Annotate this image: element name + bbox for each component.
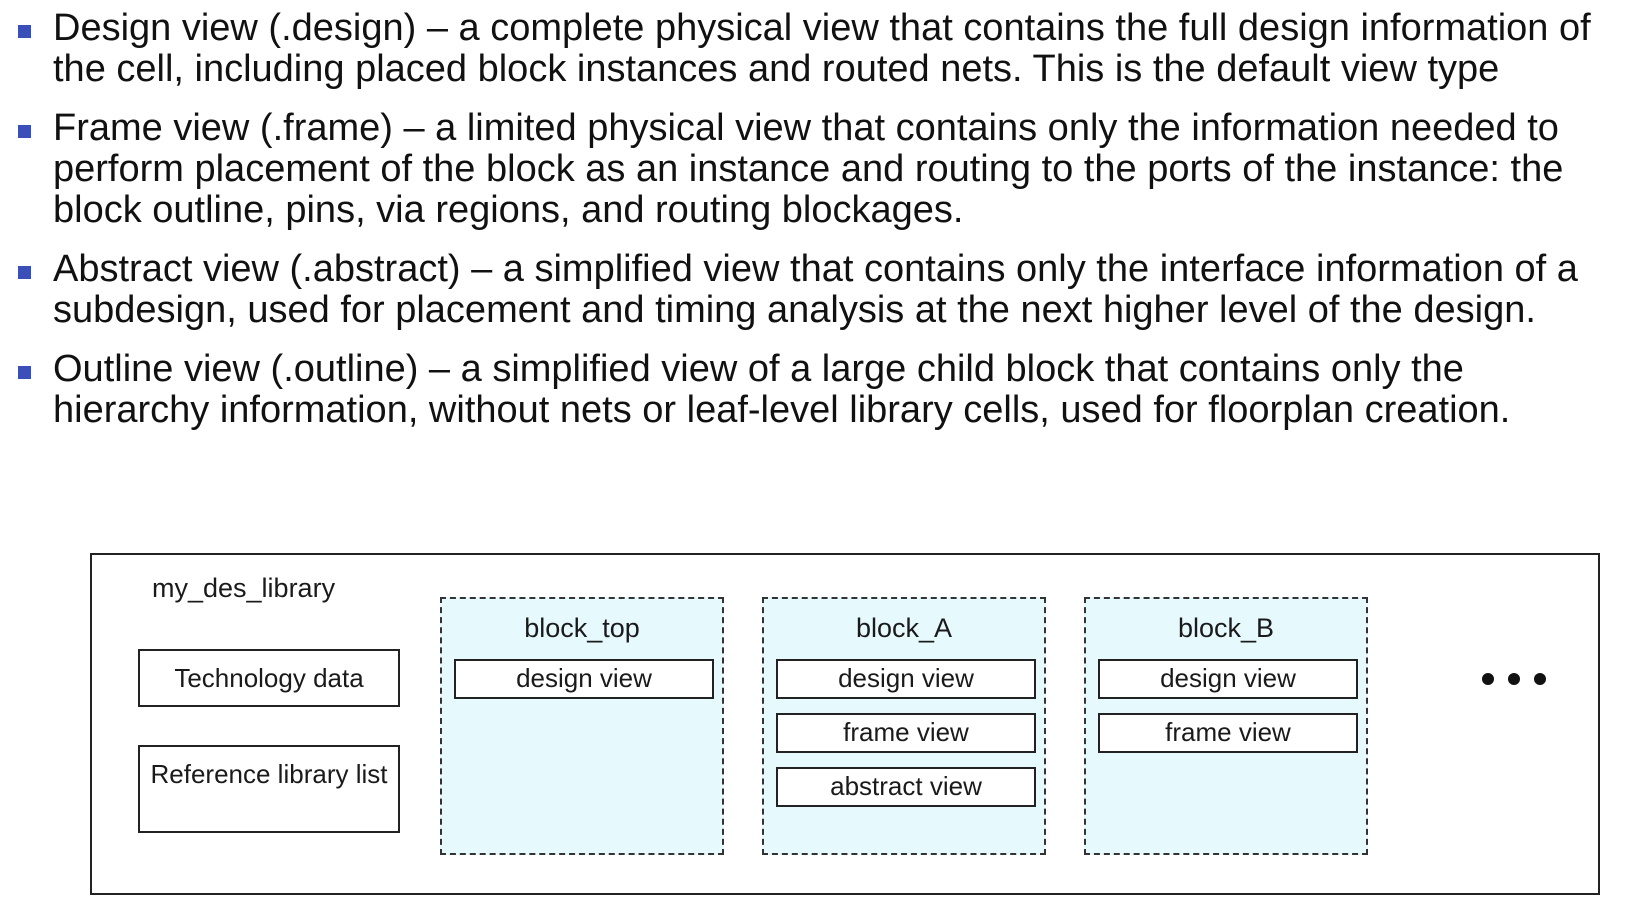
block-name: block_A [855,613,953,643]
bullet-text: Abstract view (.abstract) – a simplified… [53,248,1578,331]
design-view-box: design view [776,659,1036,699]
bullet-design-view: Design view (.design) – a complete physi… [0,8,1613,90]
bullet-outline-view: Outline view (.outline) – a simplified v… [0,349,1613,431]
library-diagram: my_des_library Technology data Reference… [90,553,1600,895]
dot [1482,673,1494,685]
library-name: my_des_library [152,573,336,603]
frame-view-box: frame view [1098,713,1358,753]
bullet-abstract-view: Abstract view (.abstract) – a simplified… [0,249,1613,331]
block-name: block_top [524,613,640,643]
bullet-list: Design view (.design) – a complete physi… [0,8,1652,449]
square-bullet-icon [18,125,31,138]
block-a: block_A design view frame view abstract … [762,597,1046,855]
bullet-frame-view: Frame view (.frame) – a limited physical… [0,108,1613,231]
ellipsis-icon [1482,673,1546,685]
frame-view-box: frame view [776,713,1036,753]
dot [1534,673,1546,685]
reference-library-list-box: Reference library list [138,745,400,833]
dot [1508,673,1520,685]
block-b: block_B design view frame view [1084,597,1368,855]
bullet-text: Outline view (.outline) – a simplified v… [53,348,1511,431]
design-view-box: design view [1098,659,1358,699]
bullet-text: Design view (.design) – a complete physi… [53,7,1591,90]
abstract-view-box: abstract view [776,767,1036,807]
square-bullet-icon [18,366,31,379]
block-top: block_top design view [440,597,724,855]
block-name: block_B [1177,613,1275,643]
square-bullet-icon [18,266,31,279]
technology-data-box: Technology data [138,649,400,707]
design-view-box: design view [454,659,714,699]
bullet-text: Frame view (.frame) – a limited physical… [53,107,1564,231]
square-bullet-icon [18,25,31,38]
